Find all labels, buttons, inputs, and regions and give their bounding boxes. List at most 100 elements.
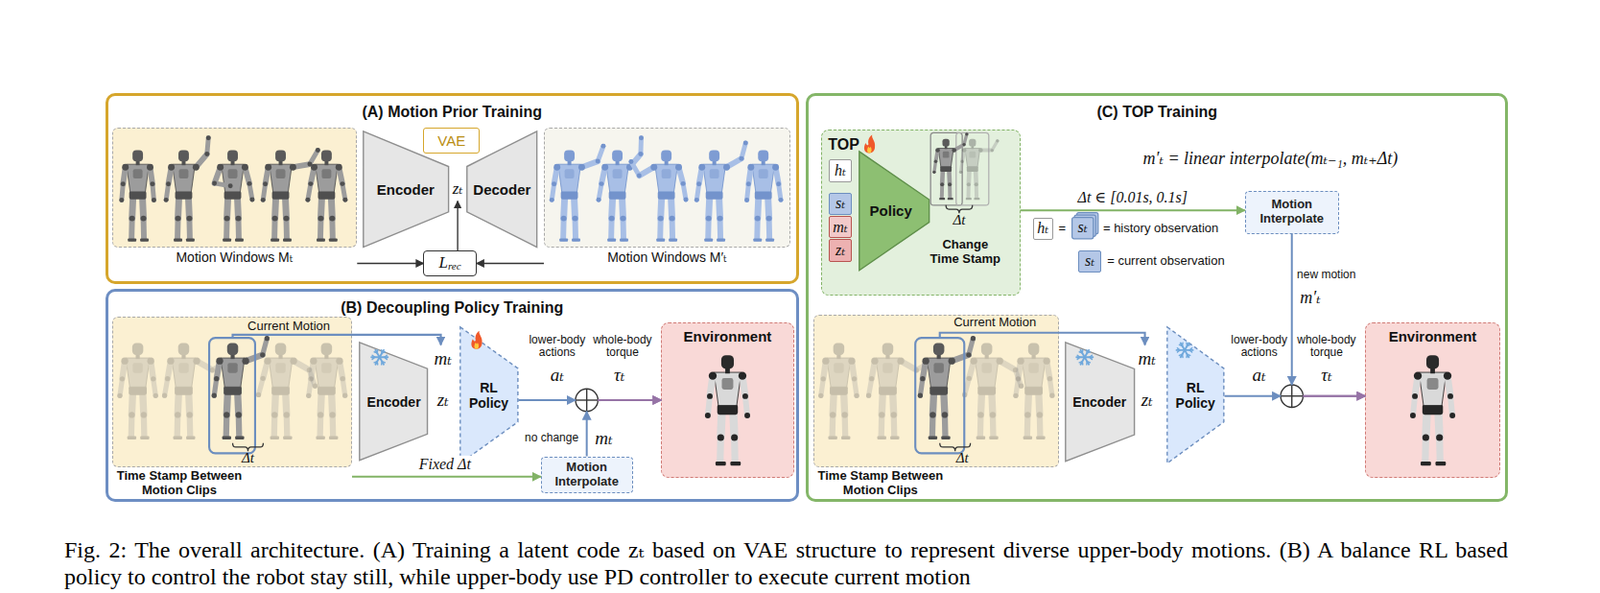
label-box: = current observation [1106,254,1224,269]
robot-joint [153,393,159,399]
annotation-text: whole-body torque [591,333,654,361]
robot-joint [978,147,984,153]
icon-stroke [1084,356,1089,364]
robot-figure [962,342,1024,440]
robot-limb [308,378,311,397]
robot-torso [268,357,293,387]
robot-figure [596,135,644,242]
robot-joint [744,412,751,419]
robot-joint [969,357,977,365]
robot-chest [321,168,331,179]
robot-joint [129,215,136,222]
robot-joint [842,411,848,418]
robot-head [708,149,720,162]
robot-joint [192,357,200,365]
robot-limb [943,393,945,416]
robot-limb [187,414,194,436]
robot-joint [869,376,874,381]
robot-figure [549,143,607,242]
robot-joint [241,357,249,365]
input-square: zₜ [828,238,851,261]
robot-foot [140,435,149,440]
signal-wire [233,334,442,346]
robot-limb [946,170,952,186]
label-box: mₜ [594,428,612,450]
robot-joint [754,215,761,222]
icon-stroke [1180,350,1185,357]
robot-foot [1420,461,1432,466]
robot-joint [289,357,297,365]
robot-figure [628,149,688,241]
robot-joint [141,215,147,222]
robot-joint [174,411,181,418]
robot-joint [851,376,857,381]
icon-stroke [1077,354,1080,357]
robot-limb [262,338,268,355]
robot-foot [656,237,665,241]
robot-head [178,342,189,355]
robot-limb [309,150,318,165]
robot-foot [222,237,232,241]
robot-joint [211,393,217,399]
vae-box: VAE [423,127,480,154]
connector [476,262,544,264]
icon-stroke [375,356,379,364]
robot-figure [305,342,348,440]
robot-limb [745,396,748,416]
robot-limb [188,393,190,416]
node-text: (B) Decoupling Policy Training [340,299,564,317]
robot-foot [668,237,678,241]
node-text: zₜ [835,241,846,259]
robot-limb [271,414,279,436]
node-text: Encoder [1072,394,1127,410]
robot-joint [778,197,784,203]
label-box: new motion [1296,268,1356,283]
robot-joint [223,411,230,418]
robot-limb [235,414,243,436]
robot-joint [694,197,700,203]
trapezoid-outline [1167,327,1224,464]
connector [352,475,542,477]
icon-stroke [1176,348,1179,351]
robot-limb [881,393,883,416]
robot-limb [1027,393,1029,416]
robot-joint [561,215,567,222]
robot-joint [340,376,346,381]
annotation-text: mₜ [1137,349,1155,371]
robot-joint [609,215,615,222]
annotation-text: zₜ [437,389,449,411]
icon-stroke [1180,343,1185,351]
robot-limb [283,218,290,239]
robot-limb [131,393,133,416]
ghost-frame [956,132,989,206]
robot-joint [329,215,335,222]
robot-joint [317,411,324,418]
robot-limb [764,197,773,219]
robot-limb [223,414,231,436]
robot-head [1028,342,1039,355]
node-text: Motion Windows Mₜ [175,249,293,265]
node-text: Time Stamp Between Motion Clips [112,469,247,498]
robot-joint [315,147,321,153]
robot-limb [128,414,136,436]
robot-figure [162,342,230,440]
robot-limb [214,183,232,187]
robot-limb [989,414,997,436]
robot-limb [778,184,781,201]
robot-limb [1015,378,1018,397]
robot-limb [572,218,579,239]
robot-joint [891,411,897,418]
robot-limb [223,218,230,239]
robot-limb [1036,414,1044,436]
node-text: hₜ [834,162,847,180]
robot-joint [628,159,634,165]
robot-head [941,139,949,147]
robot-torso [315,164,339,192]
annotation-text: m′ₜ = linear interpolate(mₜ₋₁, mₜ₊Δt) [1143,148,1399,169]
node-text: sₜ [1084,252,1095,270]
text-holder: TOP [827,136,860,154]
robot-limb [174,197,183,219]
robot-figure [1012,342,1055,440]
